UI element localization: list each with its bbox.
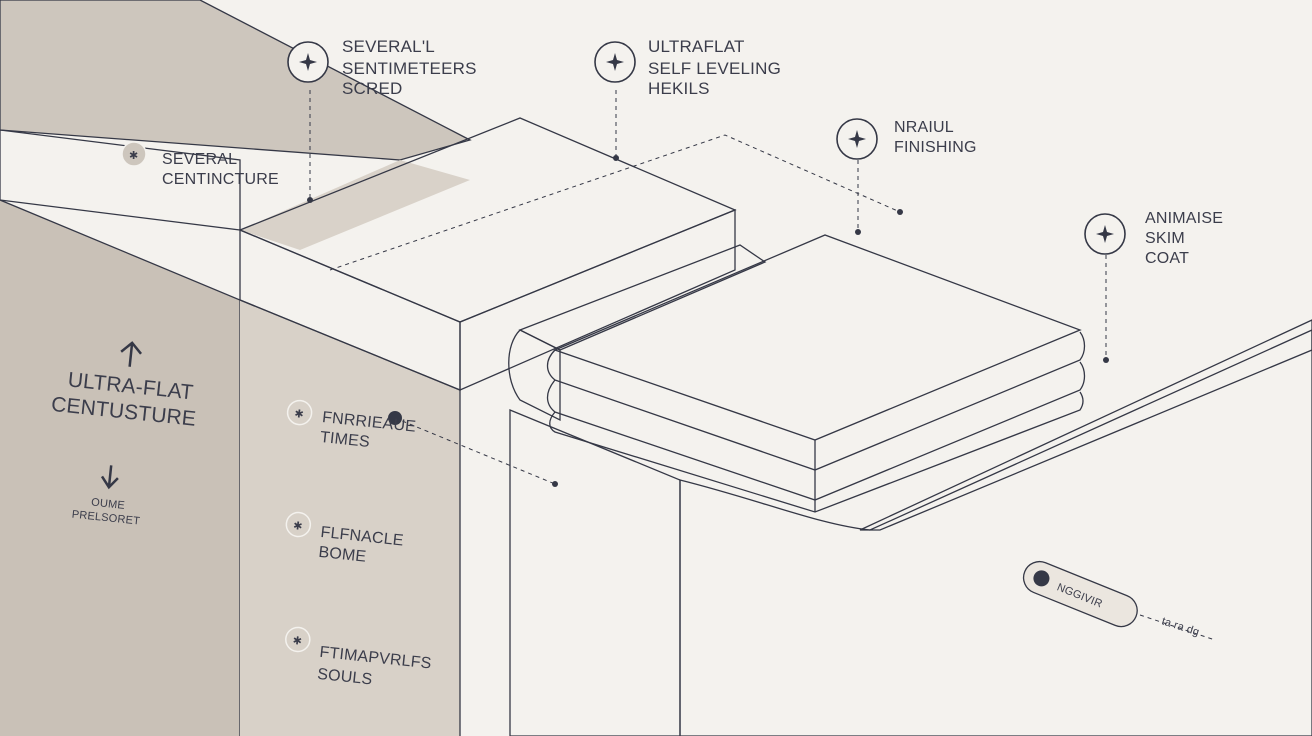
small-star-icon [285,626,311,653]
svg-text:TIMES: TIMES [319,429,370,451]
side-note-1: ✱ FNRRIEAUE TIMES [286,399,417,451]
svg-text:HEKILS: HEKILS [648,79,710,98]
svg-text:CENTINCTURE: CENTINCTURE [162,171,279,188]
svg-text:COAT: COAT [1145,250,1189,267]
side-note-2-line-2: BOME [318,544,367,566]
callout-wall-top: ✱ SEVERAL CENTINCTURE [121,141,279,188]
small-star-icon [121,141,147,167]
svg-text:SCRED: SCRED [342,79,403,98]
base-curved-stripes [679,329,1312,736]
callout-finishing: NRAIUL FINISHING [836,118,977,160]
left-sub-line-1: OUME [91,496,126,511]
callout-finishing-line-2: FINISHING [894,139,977,156]
svg-text:✱: ✱ [293,520,304,533]
callout-skim-coat-line-1: ANIMAISE [1145,210,1223,227]
callout-screed-line-2: SENTIMETEERS [342,59,477,78]
skim-coat-tag: NGGIVIR [1022,560,1138,628]
leader-lines [307,90,1109,487]
svg-text:NRAIUL: NRAIUL [894,119,954,136]
callout-screed: SEVERAL'L SENTIMETEERS SCRED [287,37,477,98]
callout-self-leveling: ULTRAFLAT SELF LEVELING HEKILS [594,37,781,98]
side-note-2: ✱ FLFNACLE BOME [285,511,404,566]
callout-skim-coat-line-2: SKIM [1145,230,1185,247]
callout-self-leveling-line-1: ULTRAFLAT [648,37,745,56]
up-arrow-icon [120,341,143,367]
callout-wall-top-line-1: SEVERAL [162,151,237,168]
svg-text:SELF LEVELING: SELF LEVELING [648,59,781,78]
side-note-3-line-2: SOULS [316,666,373,689]
callout-wall-top-line-2: CENTINCTURE [162,171,279,188]
small-star-icon [286,399,313,426]
base-layer [509,319,1312,736]
wall-top-surface [0,0,470,160]
svg-text:ANIMAISE: ANIMAISE [1145,210,1223,227]
callout-skim-coat-line-3: COAT [1145,250,1189,267]
svg-text:BOME: BOME [318,544,367,566]
callout-screed-line-3: SCRED [342,79,403,98]
svg-text:SEVERAL: SEVERAL [162,151,237,168]
callout-self-leveling-line-2: SELF LEVELING [648,59,781,78]
svg-text:FINISHING: FINISHING [894,139,977,156]
down-arrow-icon [100,465,119,490]
svg-text:SEVERAL'L: SEVERAL'L [342,37,435,56]
finish-top [553,234,1082,441]
self-leveling-layer [508,244,767,422]
svg-text:SENTIMETEERS: SENTIMETEERS [342,59,477,78]
base-vertical-stripes [509,409,681,736]
screed-side-edge [459,209,736,391]
svg-text:✱: ✱ [292,635,303,648]
callout-screed-line-1: SEVERAL'L [342,37,435,56]
svg-text:✱: ✱ [294,408,305,421]
svg-text:ULTRAFLAT: ULTRAFLAT [648,37,745,56]
side-note-1-line-2: TIMES [319,429,370,451]
svg-text:OUME: OUME [91,496,126,511]
tag-dot-icon [1033,570,1050,587]
tag-pill [1022,560,1138,628]
callout-finishing-line-1: NRAIUL [894,119,954,136]
svg-text:SOULS: SOULS [316,666,373,689]
screed-layer [238,117,737,391]
callout-self-leveling-line-3: HEKILS [648,79,710,98]
svg-text:✱: ✱ [129,150,138,162]
wall-front-face [0,200,240,736]
callout-skim-coat: ANIMAISE SKIM COAT [1084,210,1223,267]
svg-text:SKIM: SKIM [1145,230,1185,247]
finishing-layer [546,234,1086,513]
small-star-icon [285,511,312,538]
